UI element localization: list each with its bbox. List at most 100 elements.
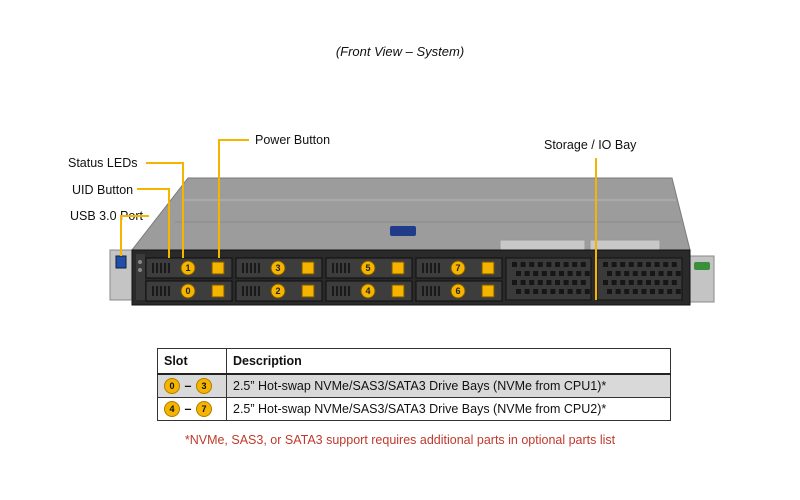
status-leds-label: Status LEDs [68,156,138,170]
slot-number-badge [450,283,466,299]
table-row: 0–3 2.5” Hot-swap NVMe/SAS3/SATA3 Drive … [157,373,671,398]
vent-hole [611,280,617,285]
vent-hole [637,262,643,267]
vent-hole [658,271,664,276]
slot-number-badge [360,260,376,276]
vent-hole [675,289,681,294]
drive-tray-vent [152,263,154,273]
slot-number-badge [180,260,196,276]
vent-hole [624,289,630,294]
slot-number-label: 1 [185,263,190,273]
drive-tray-vent [430,263,432,273]
drive-release-latch[interactable] [211,261,225,275]
drive-release-latch[interactable] [481,284,495,298]
slot-description: 2.5” Hot-swap NVMe/SAS3/SATA3 Drive Bays… [226,373,671,398]
slot-number-label: 3 [275,263,280,273]
vent-hole [576,271,582,276]
vent-hole [632,289,638,294]
vent-hole [641,289,647,294]
drive-release-latch[interactable] [481,261,495,275]
drive-tray-vent [430,286,432,296]
drive-tray-vent [422,263,424,273]
drive-tray-vent [332,263,334,273]
drive-tray-vent [254,286,256,296]
vent-hole [646,280,651,285]
drive-release-latch[interactable] [391,261,405,275]
slot-number-badge [180,283,196,299]
slot-range-dash: – [184,379,192,393]
drive-tray-vent [246,263,248,273]
vent-hole [584,271,590,276]
vent-hole [533,289,539,294]
drive-release-latch[interactable] [391,284,405,298]
drive-tray-vent [168,263,170,273]
vent-hole [620,262,626,267]
vent-hole [675,271,681,276]
vent-hole [576,289,582,294]
vent-hole [603,280,608,285]
drive-tray-vent [246,286,248,296]
vent-hole [584,289,590,294]
usb-port-label: USB 3.0 Port [70,209,143,223]
drive-tray-vent [254,263,256,273]
drive-tray-vent [340,286,342,296]
vent-hole [650,271,655,276]
callout-lines [120,139,597,300]
slot-number-label: 2 [275,286,280,296]
vent-hole [559,271,564,276]
vent-hole [663,262,669,267]
footnote: *NVMe, SAS3, or SATA3 support requires a… [184,433,616,447]
drive-release-latch[interactable] [301,261,315,275]
vent-hole [650,289,655,294]
usb-port-callout-line [120,215,149,256]
drive-tray-vent [438,263,440,273]
vent-hole [512,262,517,267]
slot-number-label: 4 [365,286,370,296]
drive-tray-vent [344,263,346,273]
vent-hole [546,280,552,285]
drive-tray-vent [340,263,342,273]
drive-tray-vent [336,263,338,273]
drive-release-latch[interactable] [211,284,225,298]
io-bay-vents [512,262,681,294]
vent-hole [580,262,586,267]
drive-release-latch[interactable] [301,284,315,298]
drive-tray-vent [156,263,158,273]
drive-tray-vent [348,263,350,273]
drive-tray-vent [344,286,346,296]
power-button-label: Power Button [255,133,331,147]
vent-hole [559,289,564,294]
drive-tray-vent [250,263,252,273]
table-row: 4–7 2.5” Hot-swap NVMe/SAS3/SATA3 Drive … [157,397,671,421]
drive-tray-vent [438,286,440,296]
vent-hole [529,280,535,285]
drive-tray-vent [164,286,166,296]
slot-table: Slot Description 0–3 2.5” Hot-swap NVMe/… [157,348,671,421]
slot-number-label: 5 [365,263,370,273]
label-sticker [499,239,586,251]
vent-hole [550,289,556,294]
vent-hole [516,289,521,294]
vent-hole [654,262,660,267]
slot-table-header: Slot Description [157,348,671,375]
vent-hole [533,271,539,276]
drive-tray-vent [332,286,334,296]
slot-number-label: 7 [455,263,460,273]
status-leds-callout-line [146,162,184,258]
usb-port[interactable] [115,255,127,269]
power-button-callout-line [218,139,249,258]
slot-number-label: 0 [185,286,190,296]
vent-hole [611,262,617,267]
vent-hole [641,271,647,276]
drive-tray-vent [348,286,350,296]
slot-number-label: 6 [455,286,460,296]
vent-hole [667,289,673,294]
vent-hole [646,262,651,267]
vent-hole [563,262,569,267]
drive-tray-vent [258,263,260,273]
vent-hole [567,271,573,276]
vent-hole [520,280,526,285]
uid-button-callout-line [137,188,170,258]
drive-tray-vent [242,286,244,296]
